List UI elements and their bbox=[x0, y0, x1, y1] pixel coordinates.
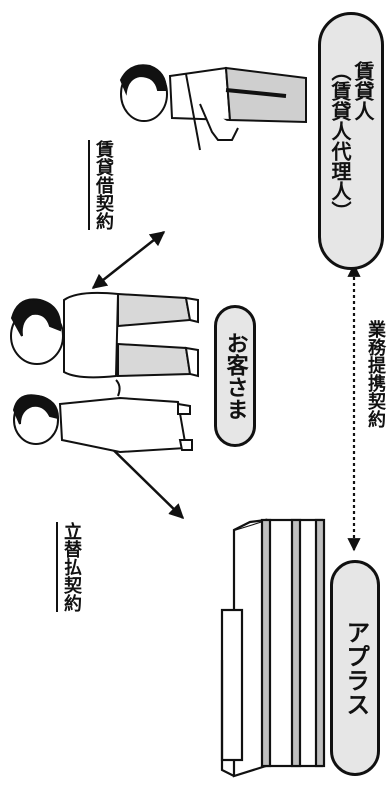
business-alliance-label: 業務提携契約 bbox=[365, 320, 386, 428]
customer-label: お客さま bbox=[222, 332, 248, 420]
aplus-label-box: アプラス bbox=[330, 560, 380, 776]
lessor-label-box: 賃貸人 （賃貸人代理人） bbox=[318, 12, 384, 270]
aplus-label: アプラス bbox=[341, 620, 370, 716]
lessor-person-icon bbox=[119, 64, 307, 151]
lease-contract-label: 賃貸借契約 bbox=[93, 140, 114, 230]
aplus-building-icon bbox=[220, 518, 326, 778]
male-customer-icon bbox=[10, 291, 199, 379]
customer-label-box: お客さま bbox=[214, 305, 256, 447]
lessor-label: 賃貸人 bbox=[351, 61, 375, 121]
lessor-agent-label: （賃貸人代理人） bbox=[328, 61, 352, 221]
advance-payment-label: 立替払契約 bbox=[61, 522, 82, 612]
female-customer-icon bbox=[12, 379, 193, 454]
lease-contract-arrow bbox=[91, 231, 166, 289]
